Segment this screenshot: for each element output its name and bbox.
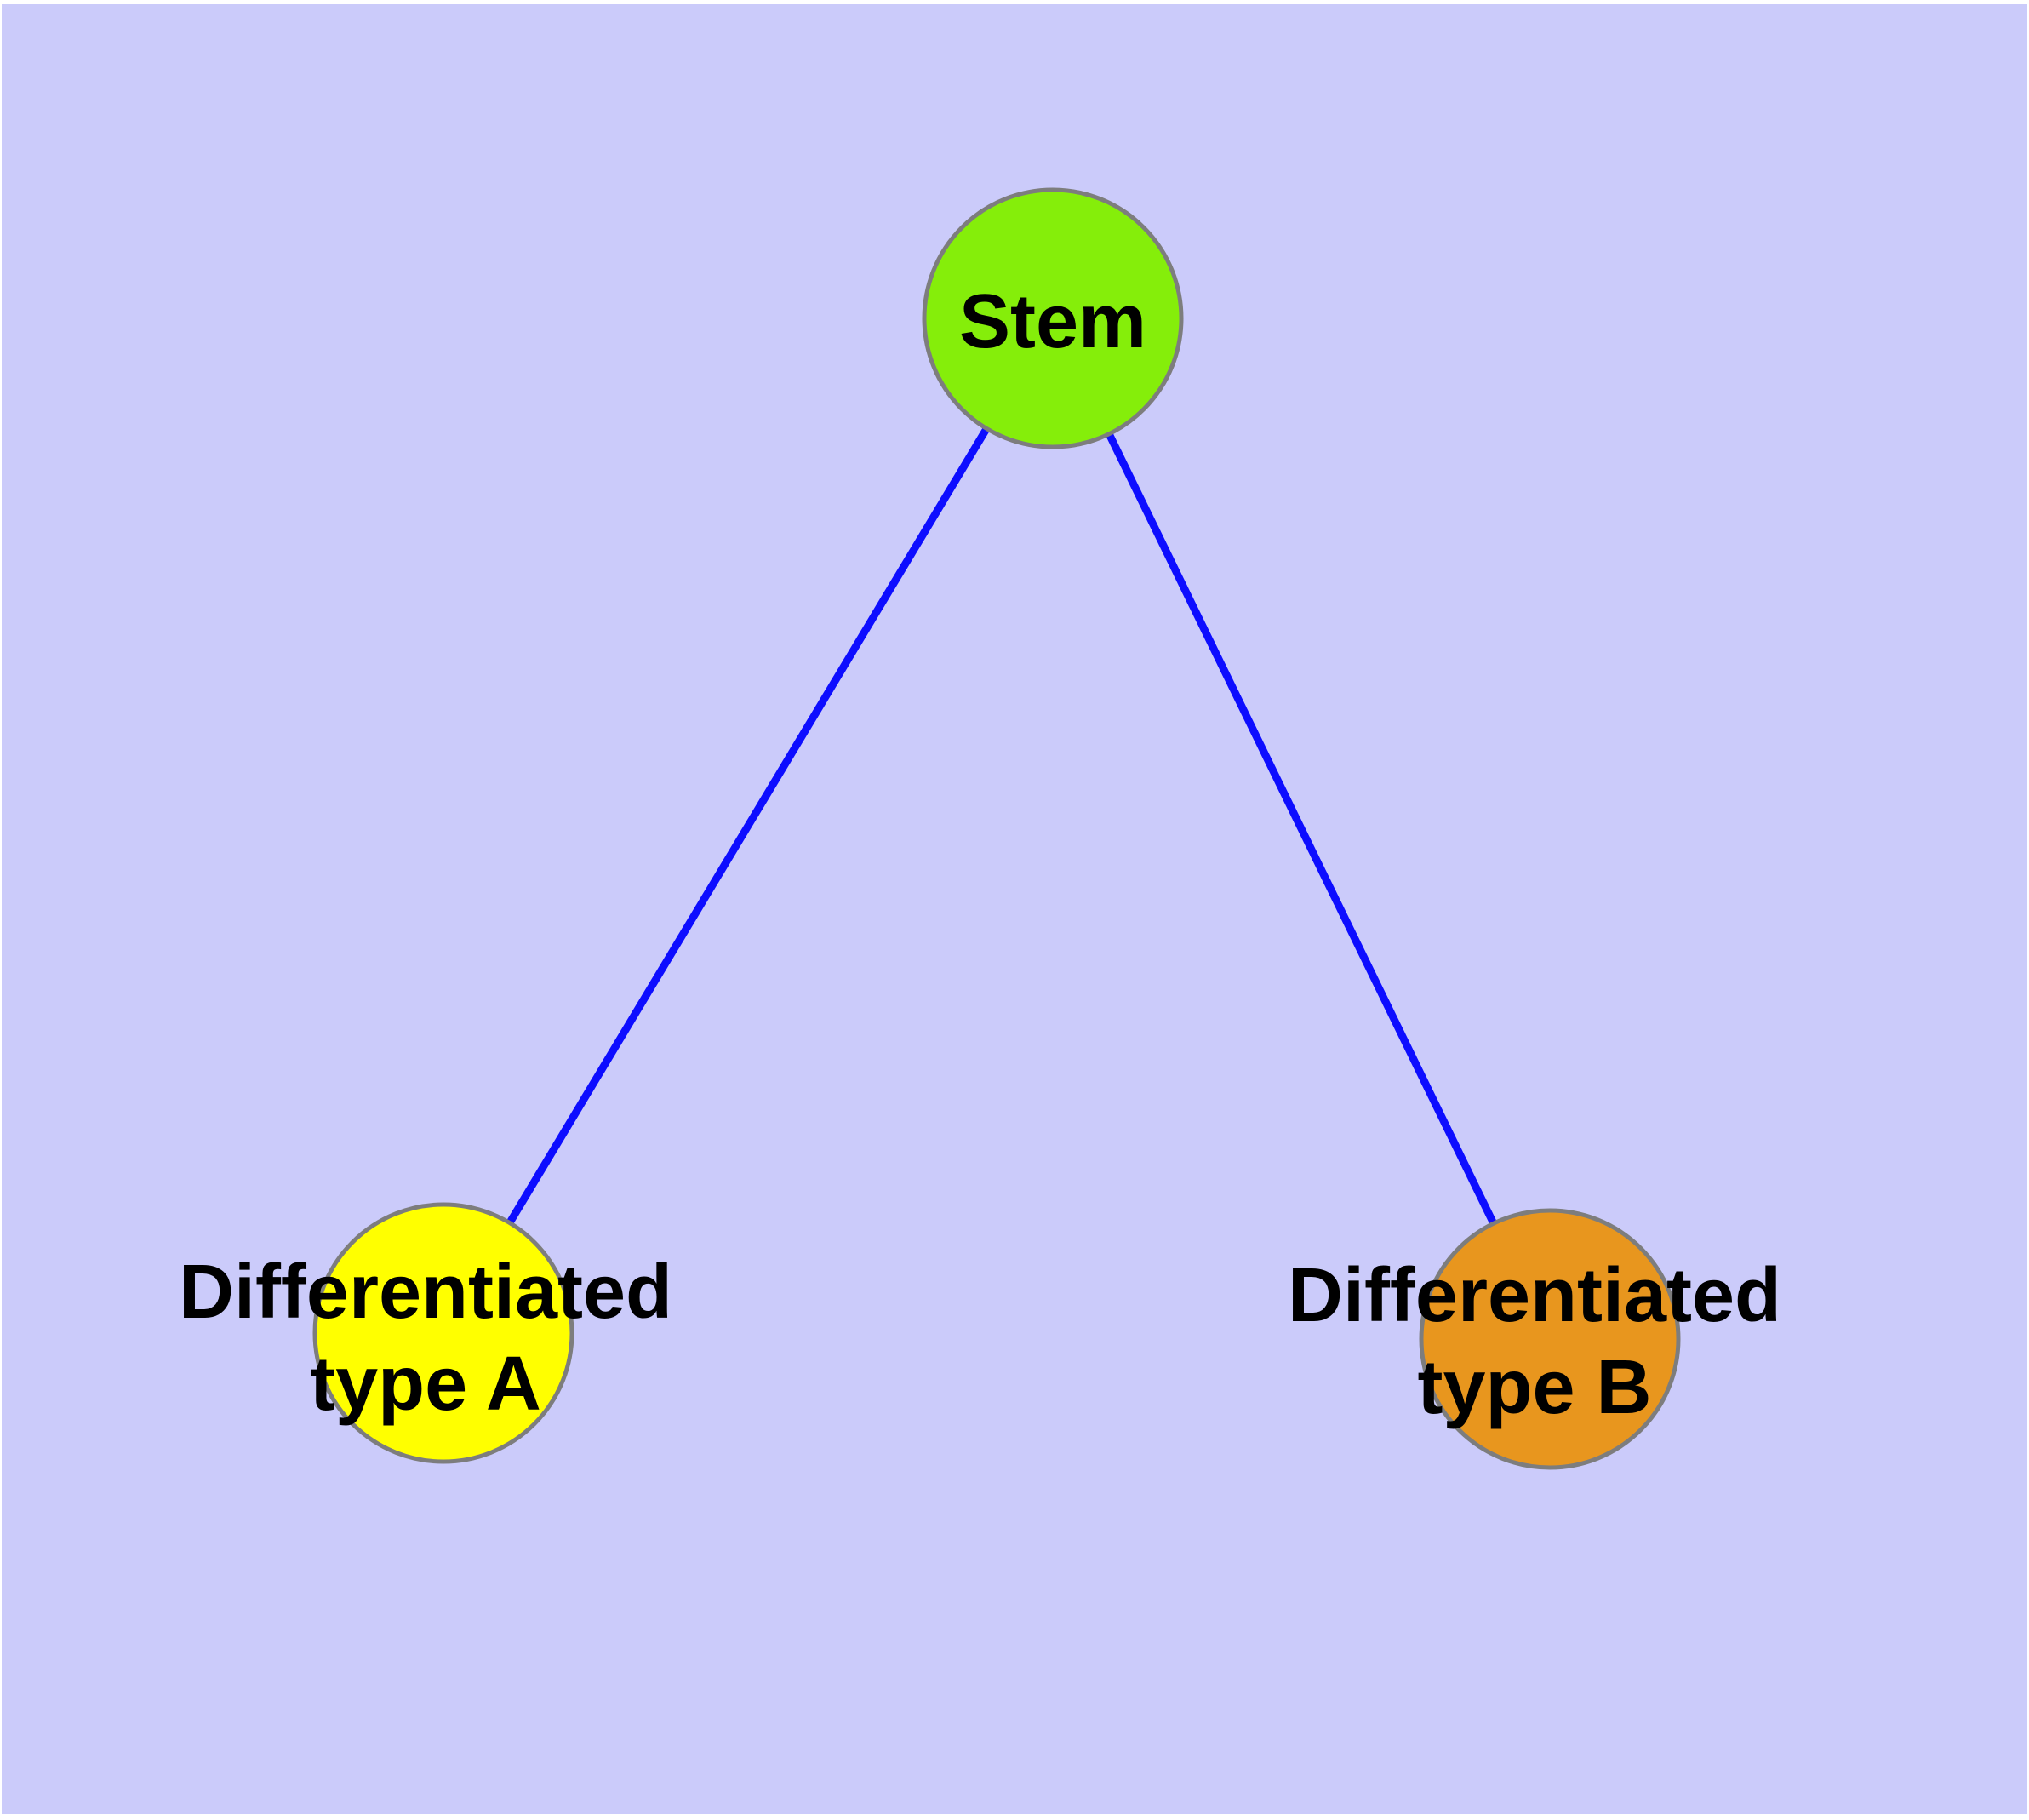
edge-group <box>440 316 1554 1341</box>
node-label-stem: Stem <box>959 279 1146 364</box>
label-group: Stem Differentiated type A Differentiate… <box>179 279 1781 1430</box>
node-label-type-b-line2: type B <box>1417 1345 1651 1430</box>
node-differentiated-type-a <box>312 1202 574 1464</box>
edge-stem-to-type-b <box>1049 317 1554 1341</box>
node-label-type-b-line1: Differentiated <box>1288 1253 1781 1338</box>
edge-stem-to-type-a <box>440 316 1056 1336</box>
node-group <box>312 187 1681 1470</box>
node-stem <box>922 187 1184 449</box>
node-differentiated-type-b <box>1419 1208 1681 1470</box>
node-label-type-a-line2: type A <box>310 1342 541 1427</box>
node-label-type-a-line1: Differentiated <box>179 1250 672 1335</box>
